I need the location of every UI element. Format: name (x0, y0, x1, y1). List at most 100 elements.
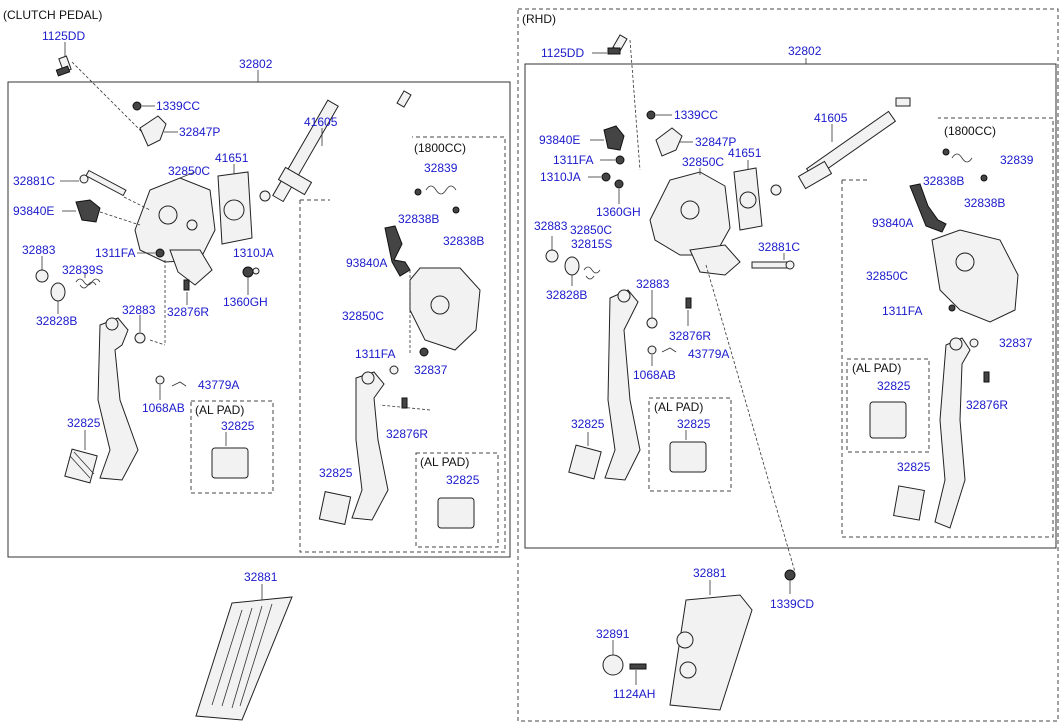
bushing-32883b-icon (134, 332, 146, 344)
label-32825: 32825 (67, 416, 101, 430)
label-1360gh: 1360GH (223, 295, 268, 309)
label-32883-b: 32883 (122, 303, 156, 317)
label-r-32825-4: 32825 (897, 460, 931, 474)
label-r-93840a: 93840A (872, 216, 913, 230)
label-1068ab: 1068AB (142, 401, 185, 415)
nut-1311fa-2-icon (419, 347, 429, 357)
label-32825-alpad: 32825 (221, 419, 255, 433)
spring-32839-r-icon (951, 153, 973, 163)
label-93840a: 93840A (346, 256, 387, 270)
header-alpad-1: (AL PAD) (195, 403, 244, 417)
bushing-32883b-r-icon (646, 317, 658, 329)
switch-93840e-r-icon (603, 125, 625, 151)
rhd-1800cc-box (841, 117, 1054, 538)
label-32838b-b: 32838B (443, 234, 484, 248)
label-r-32838b-a: 32838B (923, 174, 964, 188)
header-1800cc-right: (1800CC) (944, 124, 996, 138)
header-1800cc-left: (1800CC) (414, 141, 466, 155)
alpad-box-1 (190, 400, 274, 494)
label-r-93840e: 93840E (539, 133, 580, 147)
label-41651: 41651 (215, 151, 249, 165)
label-r-32815s: 32815S (571, 237, 612, 251)
label-r-32883: 32883 (534, 219, 568, 233)
label-r-32825-alpad: 32825 (677, 417, 711, 431)
pin-32881c-icon (79, 169, 127, 197)
nut-1310ja-r-icon (601, 172, 611, 182)
bolt-32876r-r-icon (685, 297, 692, 309)
label-43779a: 43779A (198, 378, 239, 392)
pin-32881c-r-icon (751, 260, 795, 270)
header-clutch-pedal: (CLUTCH PEDAL) (3, 8, 102, 22)
clip-43779a-icon (171, 381, 187, 387)
label-r-32828b: 32828B (546, 288, 587, 302)
label-r-1339cc: 1339CC (674, 108, 718, 122)
label-32876r-2: 32876R (386, 427, 428, 441)
label-r-32850c: 32850C (682, 155, 724, 169)
rhd-outer-box (517, 8, 1059, 722)
nut-1311fa-r-icon (615, 155, 625, 165)
cap-32891-r-icon (602, 654, 624, 676)
label-1310ja: 1310JA (233, 246, 274, 260)
bolt-32876r-r2-icon (983, 371, 990, 383)
label-1125dd: 1125DD (42, 29, 85, 43)
bracket-32847p-icon (139, 115, 167, 147)
pedal-arm-1800cc-r-icon (934, 337, 971, 529)
label-32825-4: 32825 (446, 473, 480, 487)
header-alpad-4: (AL PAD) (852, 361, 901, 375)
nut-1311fa-r2-icon (948, 304, 956, 312)
label-r-32802: 32802 (788, 44, 822, 58)
accelerator-pedal-32881-icon (195, 596, 293, 721)
al-pad-32825-icon (211, 447, 249, 479)
switch-93840a-r-icon (909, 183, 947, 233)
label-r-32891: 32891 (596, 627, 630, 641)
pedal-pad-32825-r2-icon (893, 485, 925, 521)
label-r-1311fa-2: 1311FA (882, 304, 922, 318)
master-cylinder-41605-icon (259, 90, 412, 203)
alpad-box-2 (415, 452, 499, 548)
label-93840e: 93840E (13, 204, 54, 218)
label-32881: 32881 (244, 570, 278, 584)
alpad-box-4 (846, 358, 930, 453)
label-r-32876r: 32876R (669, 329, 711, 343)
label-32847p: 32847P (179, 125, 220, 139)
label-r-32838b-b: 32838B (964, 196, 1005, 210)
spring-32815s-r-icon (583, 266, 601, 280)
labels-layer: 1125DD 32802 1339CC 32847P 41605 41651 3… (13, 29, 1034, 701)
rhd-main-box (524, 63, 1057, 549)
bolt-32876r-2-icon (401, 397, 408, 409)
label-32828b: 32828B (36, 314, 77, 328)
label-r-1124ah: 1124AH (613, 687, 655, 701)
washer-1068ab-icon (155, 375, 165, 385)
nut-1339cc-icon (132, 101, 142, 111)
label-r-32839: 32839 (1000, 153, 1034, 167)
spring-32839-icon (425, 185, 457, 195)
label-r-32850c-3: 32850C (866, 269, 908, 283)
label-r-1311fa: 1311FA (553, 153, 593, 167)
label-r-32850c-2: 32850C (570, 223, 612, 237)
pedal-pad-32825-r-icon (568, 444, 602, 480)
master-cylinder-41605-r-icon (770, 97, 911, 196)
label-r-1360gh: 1360GH (596, 205, 641, 219)
bolt-1125dd-icon (55, 55, 72, 77)
al-pad-32825-r2-icon (869, 401, 907, 439)
pin-32838b-r-icon (942, 148, 950, 156)
label-32839s: 32839S (62, 263, 103, 277)
header-alpad-2: (AL PAD) (420, 455, 469, 469)
label-r-1339cd: 1339CD (770, 597, 814, 611)
label-32881c: 32881C (13, 174, 55, 188)
pedal-pad-32825-icon (64, 448, 98, 484)
switch-93840e-icon (75, 199, 101, 223)
switch-93840a-icon (384, 225, 411, 277)
clip-43779a-r-icon (661, 347, 677, 353)
label-32802: 32802 (239, 57, 273, 71)
bolt-1124ah-r-icon (629, 663, 647, 670)
bolt-32876r-icon (183, 279, 190, 291)
label-r-1125dd: 1125DD (541, 46, 584, 60)
pedal-arm-1800cc-icon (351, 371, 389, 521)
label-r-32825: 32825 (571, 417, 605, 431)
bushing-32883-r-icon (545, 249, 559, 263)
clutch-pedal-arm-icon (97, 317, 139, 481)
label-r-32837: 32837 (999, 336, 1033, 350)
